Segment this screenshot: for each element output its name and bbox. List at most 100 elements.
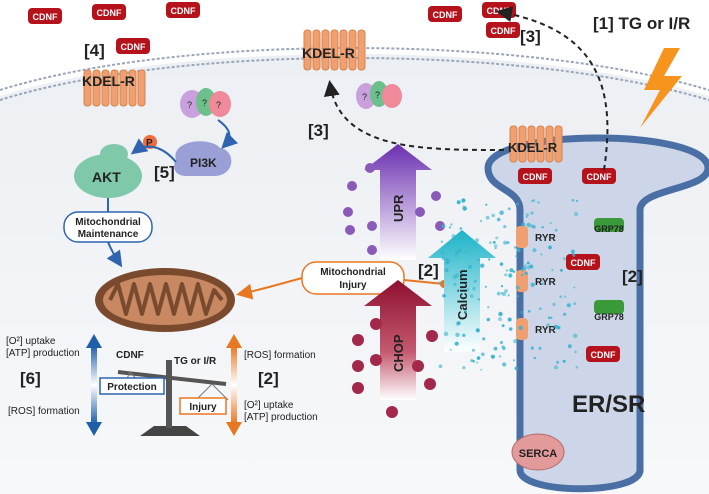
trigger-label: [1] TG or I/R [593,14,690,33]
calcium-ion [504,289,508,293]
upr-particle [431,191,441,201]
kdelr-receptor-top: KDEL-R [302,29,366,71]
calcium-ion [526,265,531,270]
calcium-ions [438,198,579,371]
kdelr-receptor-left: KDEL-R [82,69,146,107]
dot-layer [343,163,445,418]
kdelr-label: KDEL-R [508,140,558,155]
calcium-ion [552,302,556,307]
svg-text:CDNF: CDNF [587,172,612,182]
calcium-ion [520,310,524,314]
calcium-ion [490,354,495,359]
calcium-ion [457,248,462,253]
left-double-arrow [86,334,102,436]
calcium-ion [548,245,552,250]
calcium-ion [477,298,480,301]
calcium-ion [445,258,449,262]
calcium-ion [573,302,576,305]
step-6: [6] [20,369,41,388]
upr-particle [343,207,353,217]
mito-maintenance-box: Mitochondrial Maintenance [63,211,153,243]
svg-text:[ATP] production: [ATP] production [244,412,318,423]
calcium-ion [499,262,504,266]
er-sr-label: ER/SR [572,391,645,418]
svg-text:?: ? [375,90,380,100]
balance-cdnf: CDNF [116,350,144,361]
protection-box: Protection [99,377,165,395]
cdnf-badge: CDNF [518,168,552,184]
svg-text:Injury: Injury [189,402,217,413]
calcium-ion [450,223,453,226]
akt-label: AKT [92,169,121,185]
svg-text:Injury: Injury [339,280,367,291]
chop-particle [352,382,364,394]
calcium-ion [499,210,504,216]
calcium-ion [456,200,461,205]
calcium-to-injury-line [403,279,445,285]
cdnf-badge: CDNF [92,4,126,20]
svg-text:?: ? [216,100,221,110]
chop-particle [424,378,436,390]
calcium-ion [526,222,531,228]
unknown-receptor-left: ? ? ? [180,88,231,118]
calcium-ion [532,248,537,253]
chop-particle [370,354,382,366]
calcium-ion [468,265,472,269]
upr-particle [365,163,375,173]
calcium-ion [574,350,577,354]
calcium-ion [574,212,579,217]
calcium-ion [521,222,526,227]
calcium-ion [566,303,571,308]
cdnf-badge: CDNF [486,22,520,38]
calcium-ion [498,311,503,317]
calcium-ion [516,295,520,298]
calcium-ion [471,348,475,352]
grp78-label: GRP78 [594,224,624,234]
calcium-ion [576,199,579,202]
calcium-ion [461,198,466,203]
chop-particle [386,406,398,418]
calcium-ion [524,271,528,275]
maintenance-to-mito-arrow [106,241,123,268]
secretion-arrow [496,6,609,171]
calcium-ion [487,306,490,309]
calcium-ion [520,273,524,277]
calcium-ion [512,359,516,362]
calcium-ion [550,316,553,319]
calcium-ion [571,198,575,202]
calcium-ion [513,339,518,344]
cdnf-badge: CDNF [428,6,462,22]
calcium-ion [454,341,459,346]
calcium-ion [477,258,481,262]
calcium-ion [492,241,496,244]
calcium-ion [547,316,551,320]
calcium-ion [508,327,513,331]
pi3k-label: PI3K [190,156,217,170]
calcium-ion [533,356,536,360]
calcium-ion [546,323,550,328]
calcium-ion [455,251,459,255]
calcium-ion [530,200,533,203]
calcium-ion [442,293,446,298]
calcium-ion [455,332,460,337]
calcium-ion [530,347,534,350]
svg-text:[O²] uptake: [O²] uptake [244,400,294,411]
cdnf-badge: CDNF [116,38,150,54]
calcium-ion [476,356,481,360]
calcium-ion [525,215,528,218]
svg-text:CDNF: CDNF [97,8,122,18]
svg-text:[ROS] formation: [ROS] formation [244,350,316,361]
calcium-ion [453,282,457,286]
calcium-ion [466,288,470,292]
svg-text:Protection: Protection [107,382,156,393]
cdnf-badge: CDNF [566,254,600,270]
calcium-ion [470,359,474,363]
upr-particle [367,245,377,255]
calcium-ion [555,325,559,329]
calcium-ion [573,286,576,289]
calcium-ion [572,253,576,257]
step-3-left: [3] [308,121,329,140]
kdelr-label: KDEL-R [82,73,135,89]
